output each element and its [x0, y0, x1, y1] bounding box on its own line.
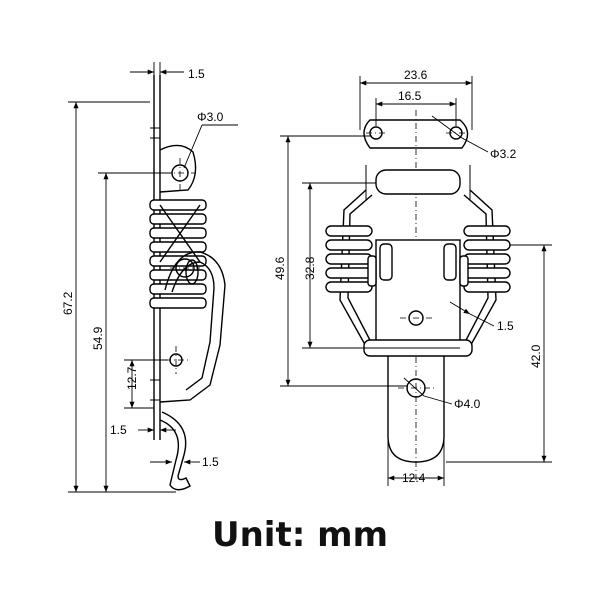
dim-side-overall-height: 67.2 [61, 101, 176, 493]
side-bottom-hook [159, 411, 191, 491]
dim-side-bottom-thickness: 1.5 [110, 423, 176, 437]
dim-side-bottom-thickness-label: 1.5 [110, 423, 127, 437]
side-latch-lever [159, 251, 226, 403]
dim-front-spring-height-label: 32.8 [303, 256, 317, 280]
dim-front-pivot-hole-dia-label: Φ4.0 [454, 397, 481, 411]
dim-side-hole-to-bottom-label: 54.9 [91, 326, 105, 350]
dim-front-latch-width: 12.4 [387, 440, 445, 486]
dim-side-top-thickness-label: 1.5 [188, 67, 205, 81]
dim-side-hole-dia: Φ3.0 [183, 110, 238, 169]
dim-side-hole-dia-label: Φ3.0 [197, 110, 224, 124]
dim-side-overall-height-label: 67.2 [61, 291, 75, 315]
dim-front-overall-height: 49.6 [273, 135, 408, 387]
dim-front-latch-width-label: 12.4 [402, 471, 426, 485]
dim-side-hook-thickness: 1.5 [150, 455, 219, 469]
dim-front-latch-height: 42.0 [446, 244, 552, 463]
dim-front-hole-spacing: 16.5 [375, 89, 457, 126]
dim-side-top-thickness: 1.5 [130, 62, 205, 81]
dim-front-spring-height: 32.8 [302, 182, 376, 349]
dim-front-mount-hole-dia: Φ3.2 [431, 115, 517, 161]
unit-label: Unit: mm [211, 515, 388, 555]
dim-front-outer-width: 23.6 [359, 68, 473, 130]
dim-side-hook-thickness-label: 1.5 [202, 455, 219, 469]
dim-front-hole-spacing-label: 16.5 [398, 89, 422, 103]
front-spring-right [463, 225, 511, 293]
front-latch-body [363, 239, 473, 357]
dim-front-latch-height-label: 42.0 [529, 344, 543, 368]
side-view: 1.5 Φ3.0 67.2 54.9 12.7 [61, 62, 238, 493]
dim-side-lower-hole: 12.7 [124, 359, 168, 409]
dim-front-wire-thickness-label: 1.5 [497, 319, 514, 333]
front-view: 23.6 16.5 Φ3.2 49.6 32.8 [273, 68, 552, 486]
dim-front-overall-height-label: 49.6 [273, 256, 287, 280]
front-cross-bar [365, 165, 471, 200]
dim-front-pivot-hole-dia: Φ4.0 [403, 377, 481, 411]
dim-front-outer-width-label: 23.6 [404, 68, 428, 82]
front-hook [387, 356, 445, 463]
side-spring [149, 199, 207, 309]
dim-front-wire-thickness: 1.5 [449, 301, 514, 333]
dim-front-mount-hole-dia-label: Φ3.2 [490, 147, 517, 161]
front-spring-left [325, 225, 373, 293]
dim-side-lower-hole-label: 12.7 [125, 366, 139, 390]
dim-side-hole-to-bottom: 54.9 [91, 172, 172, 492]
